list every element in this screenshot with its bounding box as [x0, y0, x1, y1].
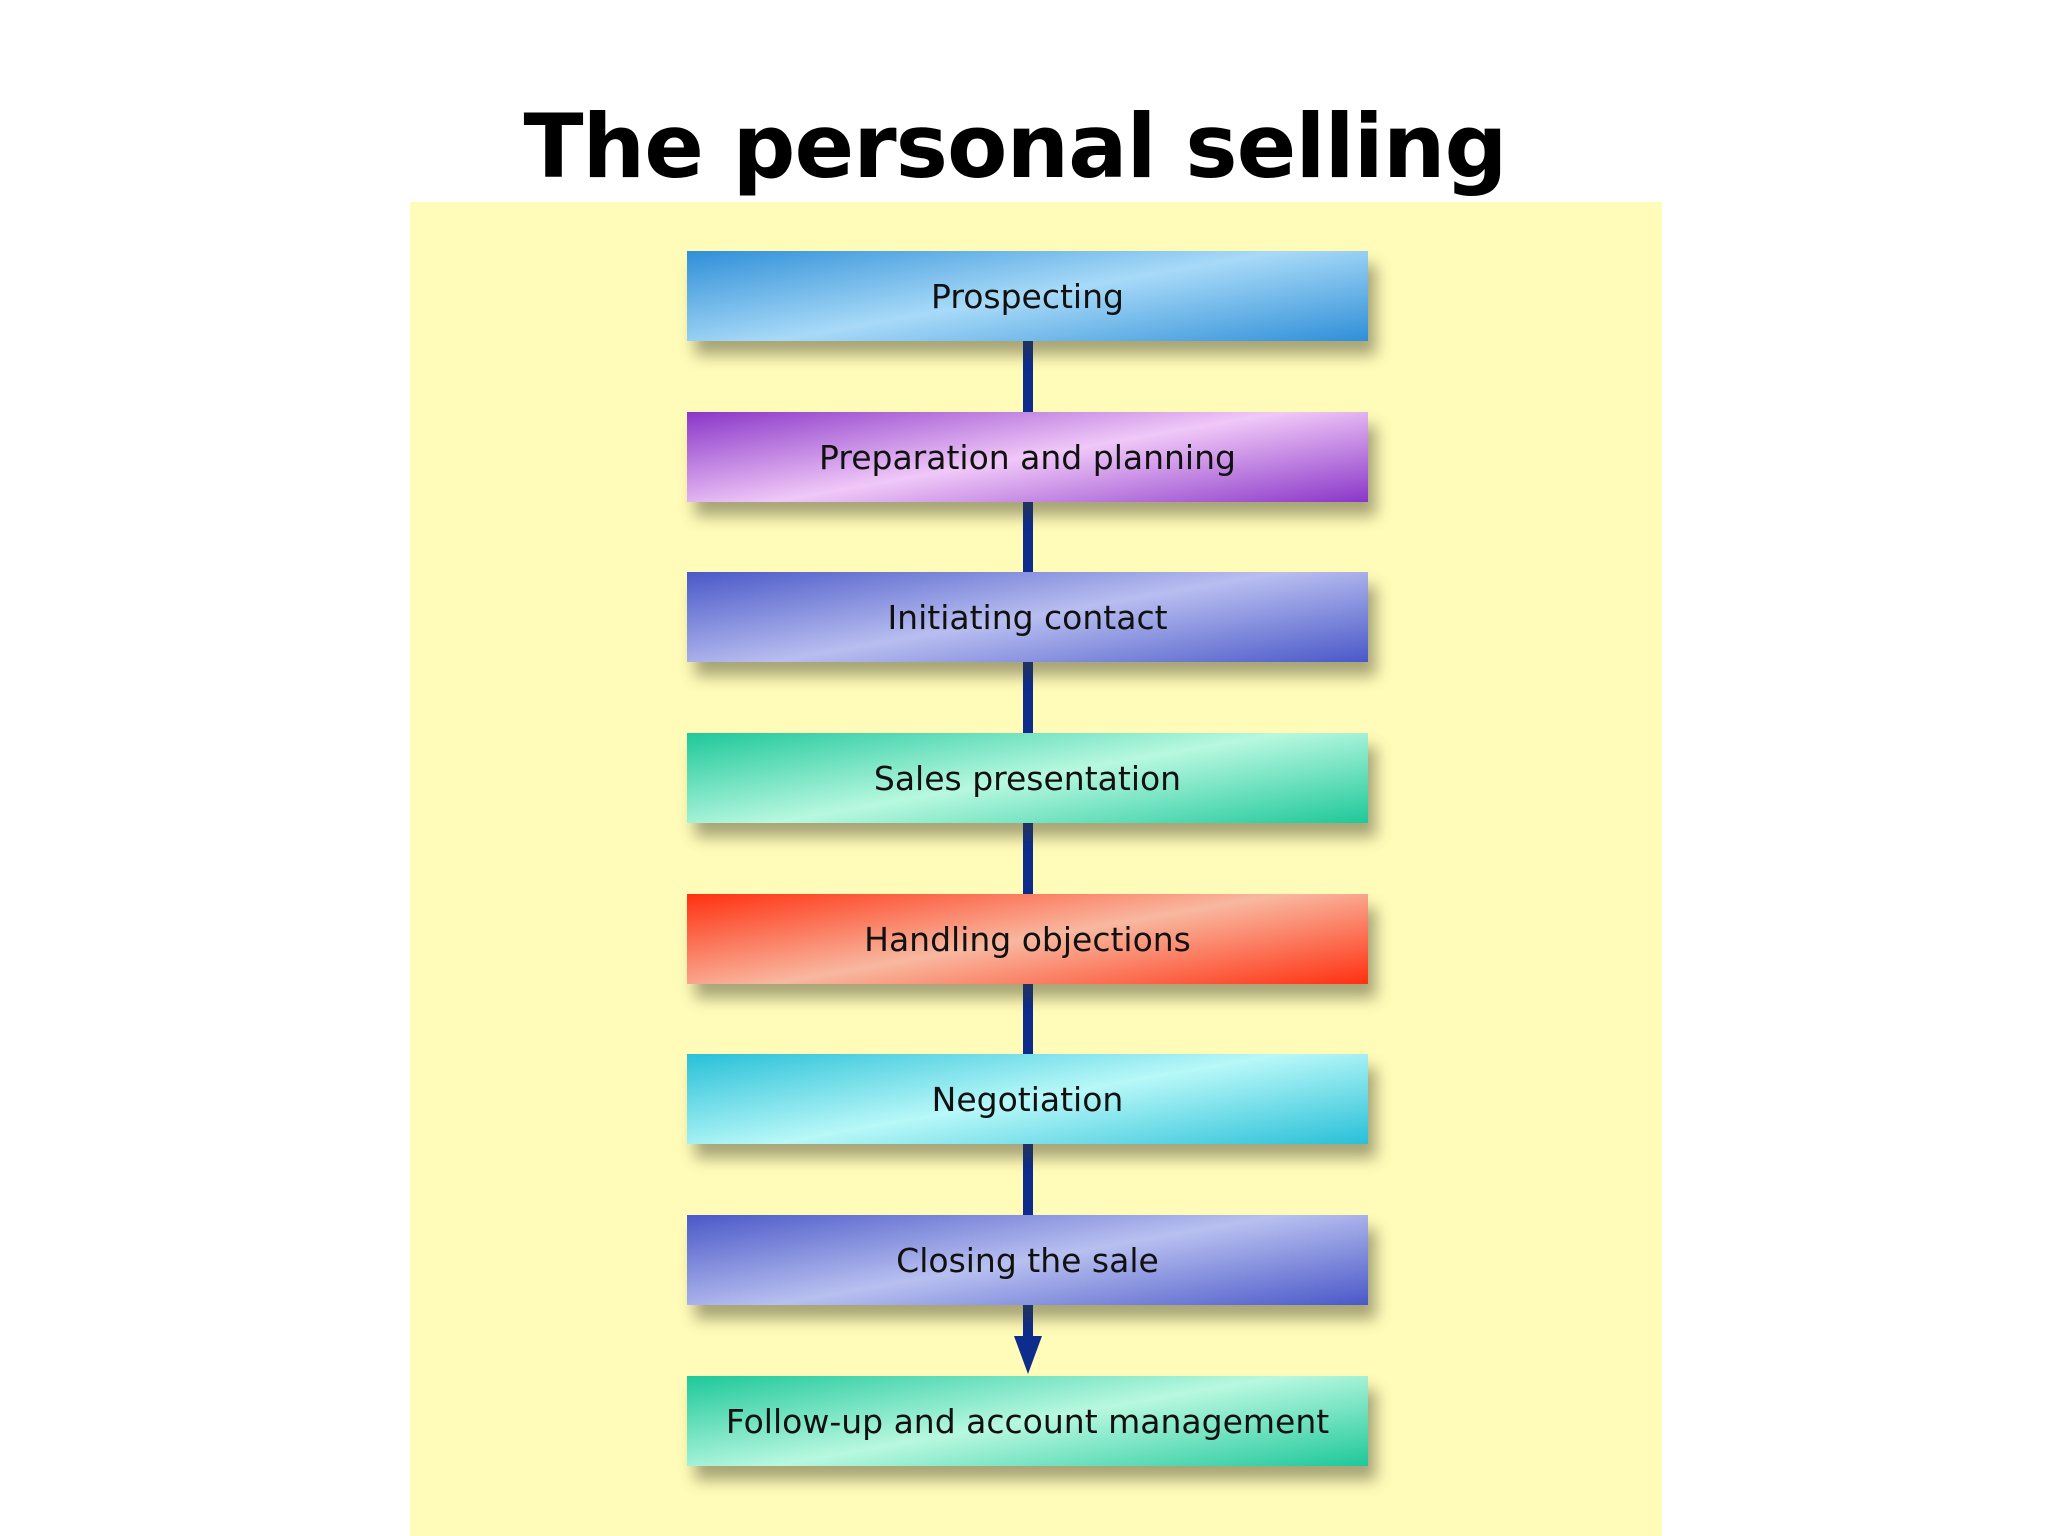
step-closing-the-sale: Closing the sale [687, 1215, 1368, 1305]
step-prospecting: Prospecting [687, 251, 1368, 341]
step-label: Initiating contact [887, 597, 1168, 637]
step-handling-objections: Handling objections [687, 894, 1368, 984]
connector-4 [1023, 822, 1033, 894]
connector-2 [1023, 501, 1033, 573]
step-label: Follow-up and account management [725, 1401, 1330, 1441]
step-label: Preparation and planning [819, 437, 1236, 477]
connector-6 [1023, 1144, 1033, 1216]
step-label: Prospecting [931, 276, 1124, 316]
step-label: Sales presentation [873, 758, 1182, 798]
connector-7 [1023, 1304, 1033, 1340]
step-label: Closing the sale [896, 1240, 1159, 1280]
step-sales-presentation: Sales presentation [687, 733, 1368, 823]
step-negotiation: Negotiation [687, 1054, 1368, 1144]
connector-1 [1023, 340, 1033, 412]
step-label: Negotiation [931, 1079, 1124, 1119]
arrow-down-icon [1014, 1336, 1042, 1374]
step-follow-up-and-account-management: Follow-up and account management [687, 1376, 1368, 1466]
step-preparation-and-planning: Preparation and planning [687, 412, 1368, 502]
step-initiating-contact: Initiating contact [687, 572, 1368, 662]
connector-5 [1023, 983, 1033, 1055]
connector-3 [1023, 662, 1033, 734]
step-label: Handling objections [864, 919, 1191, 959]
